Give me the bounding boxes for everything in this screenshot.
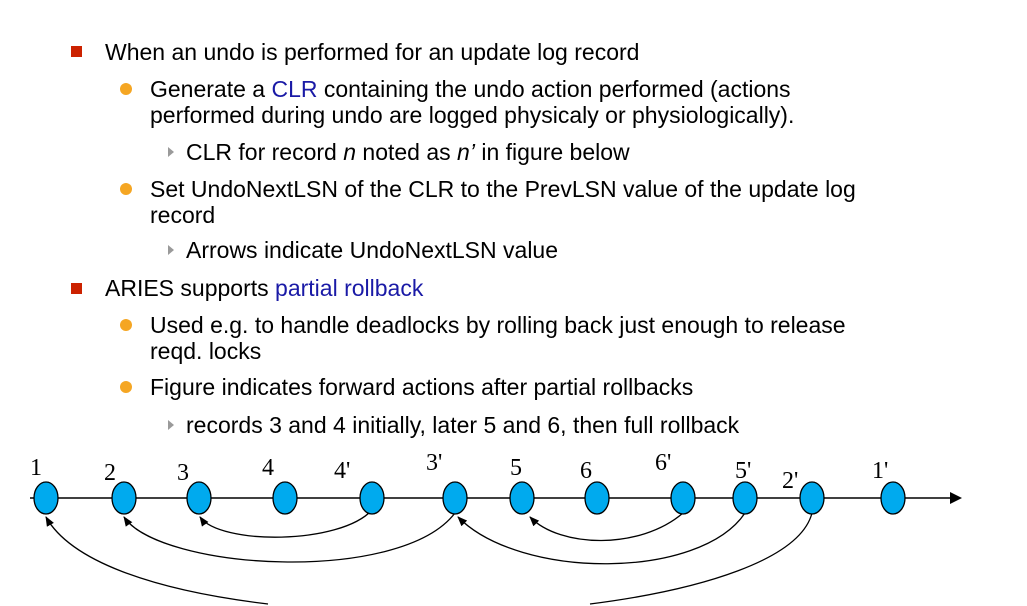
bullet-generate-clr: Generate a CLR containing the undo actio… [150, 76, 791, 102]
bullet-figure-indicates: Figure indicates forward actions after p… [150, 374, 694, 400]
bullet-set-undonextlsn-cont: record [150, 202, 216, 228]
undonext-arrow-6prime [529, 512, 684, 542]
level3-bullet [168, 420, 174, 430]
log-record-label: 5' [735, 458, 751, 484]
log-record-label: 6 [580, 458, 592, 484]
bullet-arrows-indicate: Arrows indicate UndoNextLSN value [186, 237, 559, 263]
log-record-label: 3' [426, 450, 442, 476]
bullet-undo-performed: When an undo is performed for an update … [105, 39, 640, 65]
log-record-label: 4 [262, 455, 274, 481]
level2-bullet [120, 183, 132, 195]
log-record-node [186, 481, 212, 515]
log-record-label: 5 [510, 455, 522, 481]
log-record-node [732, 481, 758, 515]
undonext-arrow-4prime [199, 509, 373, 538]
undonext-arrow-5prime [457, 512, 746, 565]
log-record-node [509, 481, 535, 515]
level2-bullet [120, 83, 132, 95]
log-record-label: 1 [30, 455, 42, 481]
undonext-arrow-2prime [589, 512, 813, 605]
undonext-arrow-3prime [123, 512, 456, 563]
bullet-aries-partial: ARIES supports partial rollback [105, 275, 424, 301]
partial-rollback-term: partial rollback [275, 275, 424, 301]
log-record-node [111, 481, 137, 515]
log-record-node [880, 481, 906, 515]
bullet-used-deadlocks: Used e.g. to handle deadlocks by rolling… [150, 312, 846, 338]
log-record-node [670, 481, 696, 515]
bullet-set-undonextlsn: Set UndoNextLSN of the CLR to the PrevLS… [150, 176, 856, 202]
log-record-label: 4' [334, 458, 350, 484]
log-record-node [799, 481, 825, 515]
level3-bullet [168, 245, 174, 255]
clr-term: CLR [271, 76, 318, 102]
undonext-arrow-2prime-left [45, 516, 269, 605]
log-record-label: 2' [782, 468, 798, 494]
level2-bullet [120, 319, 132, 331]
timeline-arrowhead [950, 492, 962, 504]
log-record-node [442, 481, 468, 515]
bullet-clr-noted: CLR for record n noted as n’ in figure b… [186, 139, 630, 165]
level3-bullet [168, 147, 174, 157]
bullet-used-deadlocks-cont: reqd. locks [150, 338, 262, 364]
level2-bullet [120, 381, 132, 393]
log-record-node [33, 481, 59, 515]
level1-bullet [71, 46, 82, 57]
log-record-node [272, 481, 298, 515]
log-record-node [584, 481, 610, 515]
log-record-label: 2 [104, 460, 116, 486]
bullet-records-rollback: records 3 and 4 initially, later 5 and 6… [186, 412, 740, 438]
log-record-label: 3 [177, 460, 189, 486]
log-record-node [359, 481, 385, 515]
log-record-label: 6' [655, 450, 671, 476]
level1-bullet [71, 283, 82, 294]
bullet-generate-clr-cont: performed during undo are logged physica… [150, 102, 795, 128]
log-record-label: 1' [872, 458, 888, 484]
